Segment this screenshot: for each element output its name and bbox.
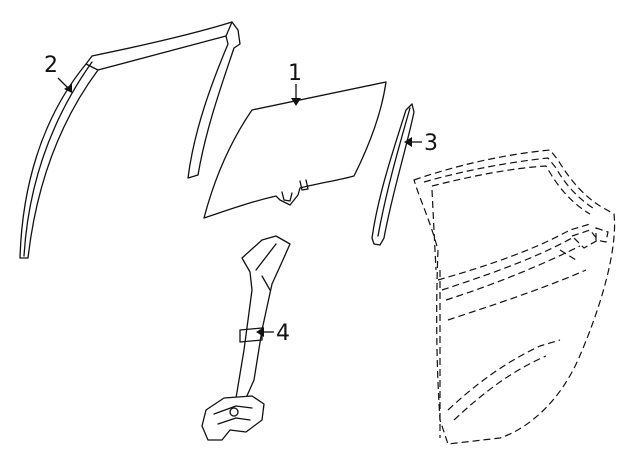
callout-label-3: 3	[424, 131, 438, 156]
callout-leader-2	[57, 77, 69, 89]
callout-2: 2	[44, 53, 72, 93]
callout-3: 3	[404, 131, 438, 156]
sash-channel-part-3	[371, 103, 415, 246]
door-glass-part-1	[203, 81, 387, 219]
callout-arrowhead-3	[404, 137, 412, 147]
window-regulator-part-4	[201, 235, 291, 441]
callout-label-2: 2	[44, 53, 58, 78]
run-channel-part-2	[19, 21, 241, 259]
door-shell-reference	[413, 149, 616, 445]
callout-arrowhead-2	[64, 84, 72, 93]
callout-1: 1	[288, 61, 302, 106]
callout-label-4: 4	[276, 321, 290, 346]
callout-arrowhead-1	[291, 98, 301, 106]
callout-4: 4	[256, 321, 290, 346]
callout-label-1: 1	[288, 61, 302, 86]
callout-arrowhead-4	[256, 327, 264, 337]
